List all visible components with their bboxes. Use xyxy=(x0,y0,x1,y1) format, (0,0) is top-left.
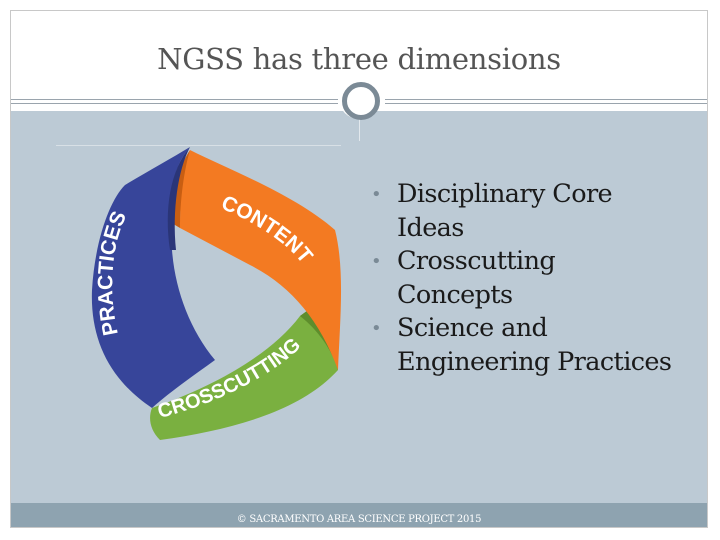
footer-copyright: © SACRAMENTO AREA SCIENCE PROJECT 2015 xyxy=(236,514,482,525)
bullet-item: • Disciplinary Core Ideas xyxy=(336,178,696,245)
bullet-dot-icon: • xyxy=(371,184,382,205)
bullet-list: • Disciplinary Core Ideas • Crosscutting… xyxy=(336,178,696,379)
bullet-text-line1: Disciplinary Core xyxy=(397,179,613,209)
title-rule-right-lower xyxy=(385,103,707,104)
ring-icon xyxy=(342,82,380,120)
title-rule-left xyxy=(11,99,338,100)
crosscutting-band xyxy=(150,300,338,440)
footer-bar xyxy=(11,503,707,527)
title-rule-left-lower xyxy=(11,103,338,104)
bullet-text-line2: Ideas xyxy=(397,212,464,243)
bullet-dot-icon: • xyxy=(371,251,382,272)
slide-frame xyxy=(10,10,708,528)
slide-title: NGSS has three dimensions xyxy=(157,42,561,76)
bullet-item: • Science and Engineering Practices xyxy=(336,312,696,379)
bullet-text-line2: Engineering Practices xyxy=(397,346,672,377)
bullet-text-line1: Science and xyxy=(397,313,548,343)
bullet-dot-icon: • xyxy=(371,318,382,339)
bullet-text-line2: Concepts xyxy=(397,279,513,310)
bullet-text-line1: Crosscutting xyxy=(397,246,556,276)
bullet-item: • Crosscutting Concepts xyxy=(336,245,696,312)
content-band xyxy=(180,150,342,370)
title-rule-right xyxy=(385,99,707,100)
graphic-top-line xyxy=(56,145,341,146)
practices-band xyxy=(91,147,215,408)
